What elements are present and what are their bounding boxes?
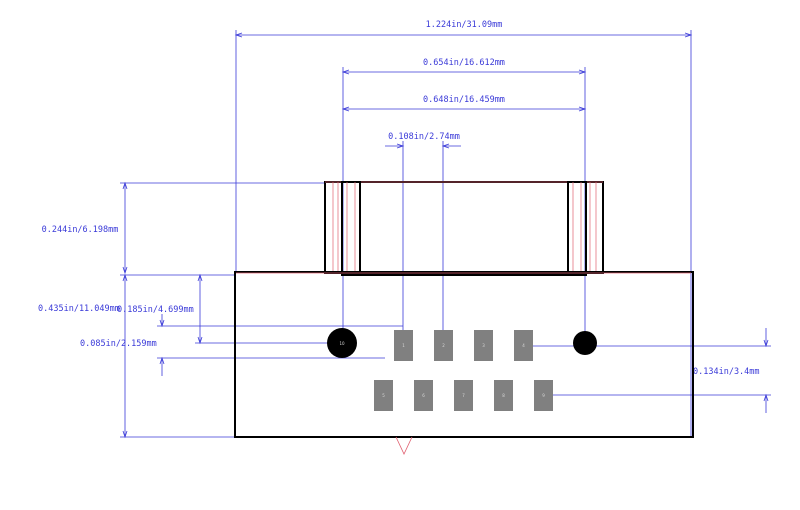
pad-1: [394, 330, 413, 361]
pads-top-row: [394, 330, 533, 361]
dim-overall-width-label: 1.224in/31.09mm: [426, 20, 503, 30]
pad-2-label: 2: [442, 343, 445, 348]
pad-9: [534, 380, 553, 411]
pads-bottom-row: [374, 380, 553, 411]
pad-5-label: 5: [382, 393, 385, 398]
pin1-marker: [395, 436, 413, 455]
dim-pin-pitch-label: 0.108in/2.74mm: [388, 132, 460, 142]
dim-row-spacing-label: 0.134in/3.4mm: [693, 367, 760, 377]
shroud-outline: [324, 181, 604, 276]
pad-6-label: 6: [422, 393, 425, 398]
pad-3: [474, 330, 493, 361]
pad-2: [434, 330, 453, 361]
mounting-hole-left: [327, 328, 357, 358]
mounting-hole-left-label: 10: [339, 341, 345, 346]
right-post: [567, 181, 587, 276]
pad-4: [514, 330, 533, 361]
pad-8-label: 8: [502, 393, 505, 398]
pad-6: [414, 380, 433, 411]
dim-hole-to-pad-label: 0.185in/4.699mm: [117, 305, 194, 315]
pad-7-label: 7: [462, 393, 465, 398]
dim-row-offset-label: 0.085in/2.159mm: [80, 339, 157, 349]
pad-7: [454, 380, 473, 411]
pad-9-label: 9: [542, 393, 545, 398]
pad-4-label: 4: [522, 343, 525, 348]
pad-8: [494, 380, 513, 411]
connector-body: [234, 271, 694, 438]
left-post: [341, 181, 361, 276]
dim-outer-post-span-label: 0.654in/16.612mm: [423, 58, 505, 68]
dim-inner-post-span-label: 0.648in/16.459mm: [423, 95, 505, 105]
mounting-hole-right: [573, 331, 597, 355]
dim-shroud-height-label: 0.244in/6.198mm: [42, 225, 119, 235]
pad-3-label: 3: [482, 343, 485, 348]
pad-1-label: 1: [402, 343, 405, 348]
pad-5: [374, 380, 393, 411]
dim-body-height-label: 0.435in/11.049mm: [38, 304, 120, 314]
dimension-lines: [120, 30, 771, 439]
shroud-body: [324, 181, 604, 274]
